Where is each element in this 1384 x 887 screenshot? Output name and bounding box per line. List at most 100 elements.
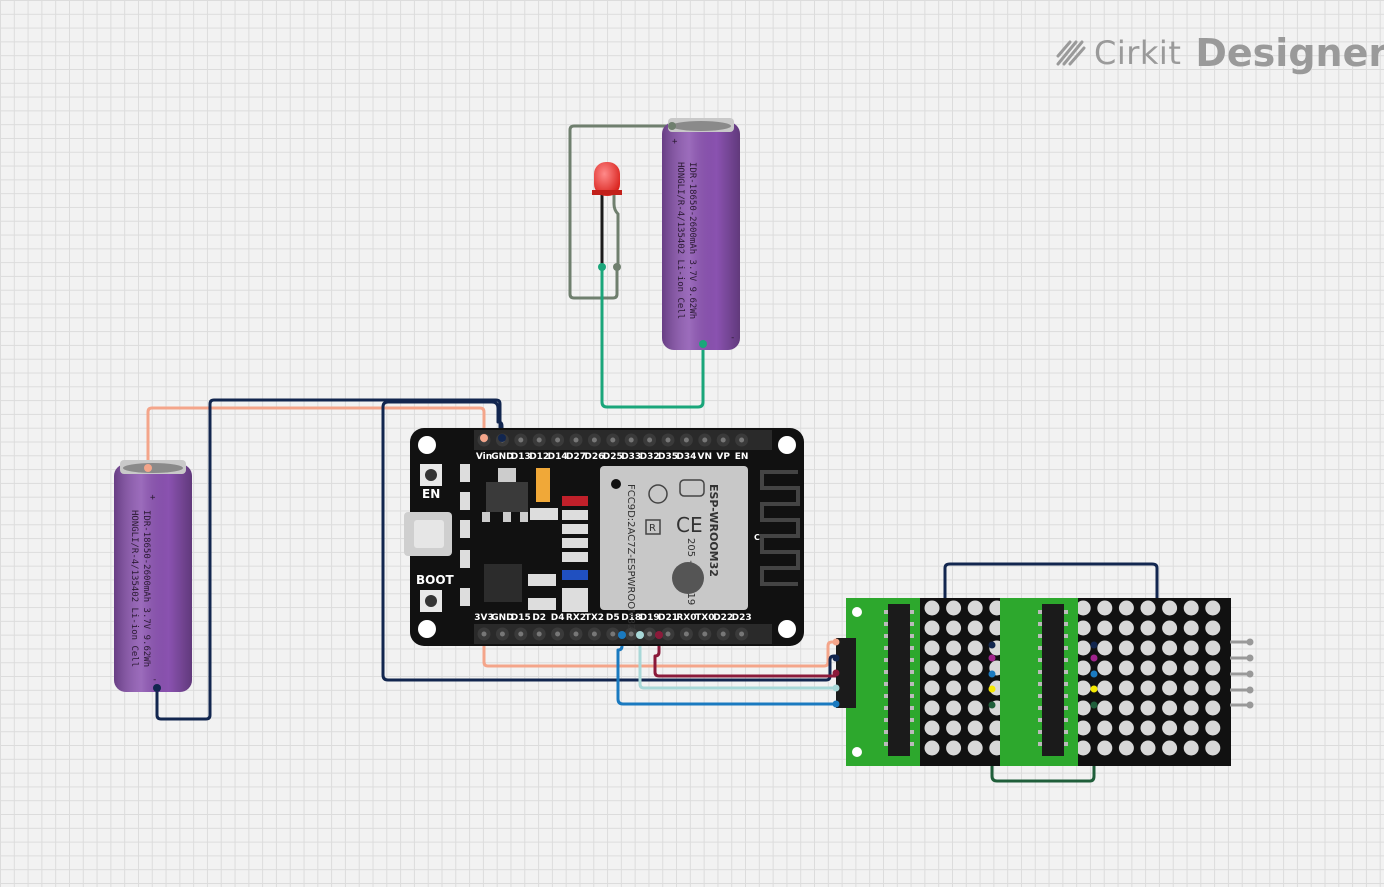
pin-label-top-12: VN xyxy=(698,452,713,462)
pin-label-bottom-7: D5 xyxy=(606,613,620,623)
matrix-led xyxy=(1140,700,1156,716)
matrix-chain-connector-a[interactable] xyxy=(988,641,996,709)
matrix-led xyxy=(1162,680,1178,696)
matrix-led xyxy=(1205,700,1221,716)
battery-left[interactable]: + - IDR-18650-2600mAh 3.7V 9.62Wh HONGLI… xyxy=(114,460,192,692)
ce-mark: CE xyxy=(676,513,703,537)
pin-label-top-9: D32 xyxy=(640,452,660,462)
matrix-led xyxy=(1118,600,1134,616)
matrix-led xyxy=(1097,640,1113,656)
matrix-led xyxy=(946,600,962,616)
matrix-led xyxy=(1205,680,1221,696)
led-matrix-module[interactable] xyxy=(832,598,1254,766)
pin-label-top-2: D13 xyxy=(511,452,531,462)
matrix-led xyxy=(946,660,962,676)
pin-label-top-10: D35 xyxy=(658,452,678,462)
module-fcc-text: FCC9D:2AC7Z-ESPWROOM32 xyxy=(625,484,636,630)
matrix-led xyxy=(946,720,962,736)
red-led[interactable] xyxy=(592,162,622,271)
matrix-led xyxy=(1205,720,1221,736)
wire-salmon[interactable] xyxy=(146,406,838,668)
pin-label-top-8: D33 xyxy=(621,452,641,462)
matrix-led xyxy=(967,660,983,676)
matrix-led xyxy=(1118,640,1134,656)
battery-top[interactable]: + - IDR-18650-2600mAh 3.7V 9.62Wh HONGLI… xyxy=(662,118,740,350)
matrix-led xyxy=(967,600,983,616)
matrix-led xyxy=(967,740,983,756)
matrix-led xyxy=(1162,620,1178,636)
pin-label-bottom-3: D2 xyxy=(532,613,546,623)
matrix-led xyxy=(1162,700,1178,716)
pin-label-top-13: VP xyxy=(716,452,730,462)
pin-label-bottom-2: D15 xyxy=(511,613,531,623)
matrix-led xyxy=(1075,700,1091,716)
esp-wire-endpoints xyxy=(144,122,707,692)
wire-teal[interactable] xyxy=(600,265,705,409)
matrix-led xyxy=(967,700,983,716)
matrix-led xyxy=(1183,660,1199,676)
matrix-led xyxy=(967,720,983,736)
wire-gray[interactable] xyxy=(568,124,674,300)
wire-lightblue[interactable] xyxy=(638,633,838,690)
logo-product: Designer xyxy=(1195,31,1384,75)
battery-top-line2: HONGLI/R-4/135402 Li-ion Cell xyxy=(675,162,685,319)
matrix-led xyxy=(924,720,940,736)
pin-label-top-6: D26 xyxy=(584,452,604,462)
pin-label-bottom-6: TX2 xyxy=(585,613,604,623)
top-pin-header xyxy=(477,433,749,447)
pin-label-bottom-11: RX0 xyxy=(676,613,696,623)
matrix-led xyxy=(924,640,940,656)
battery-top-minus: - xyxy=(730,333,735,343)
matrix-led xyxy=(946,620,962,636)
matrix-led xyxy=(1205,600,1221,616)
pin-label-top-14: EN xyxy=(735,452,749,462)
matrix-chain-connector-b[interactable] xyxy=(1090,641,1098,709)
boot-label: BOOT xyxy=(416,573,455,587)
battery-left-line2: HONGLI/R-4/135402 Li-ion Cell xyxy=(129,510,139,667)
wire-navy-matrix[interactable] xyxy=(381,400,838,682)
matrix-led xyxy=(1162,600,1178,616)
matrix-led xyxy=(1075,600,1091,616)
pin-label-bottom-9: D19 xyxy=(640,613,660,623)
pin-label-bottom-5: RX2 xyxy=(566,613,586,623)
wire-maroon[interactable] xyxy=(653,633,838,678)
matrix-led xyxy=(1140,620,1156,636)
matrix-led xyxy=(1205,640,1221,656)
matrix-input-connector[interactable] xyxy=(832,638,857,708)
matrix-led xyxy=(1205,660,1221,676)
wire-darkgreen[interactable] xyxy=(990,703,1096,783)
pin-label-bottom-13: D22 xyxy=(713,613,733,623)
en-button[interactable] xyxy=(425,469,437,481)
matrix-led xyxy=(1183,680,1199,696)
matrix-led xyxy=(1162,660,1178,676)
matrix-led xyxy=(1205,740,1221,756)
matrix-led xyxy=(1140,720,1156,736)
esp-wroom32-module[interactable] xyxy=(600,466,748,610)
logo-brand: Cirkit xyxy=(1094,34,1182,72)
matrix-led xyxy=(1162,740,1178,756)
matrix-led xyxy=(1118,680,1134,696)
cirkit-designer-logo: Cirkit Designer xyxy=(1054,30,1384,76)
pin-label-top-1: GND xyxy=(491,452,513,462)
pin-label-top-11: D34 xyxy=(676,452,696,462)
wire-navy-gnd[interactable] xyxy=(155,398,502,721)
matrix-output-pins[interactable] xyxy=(1230,638,1254,709)
pin-label-bottom-1: GND xyxy=(491,613,513,623)
matrix-led xyxy=(924,740,940,756)
matrix-led xyxy=(1140,600,1156,616)
battery-left-minus: - xyxy=(152,675,157,685)
battery-left-plus: + xyxy=(150,493,156,503)
module-r-mark: R xyxy=(649,523,656,534)
matrix-led xyxy=(1162,640,1178,656)
pin-label-top-4: D14 xyxy=(548,452,568,462)
battery-top-plus: + xyxy=(672,137,678,147)
matrix-led xyxy=(1075,660,1091,676)
matrix-led xyxy=(1140,740,1156,756)
wire-blue[interactable] xyxy=(616,633,838,706)
matrix-led xyxy=(946,740,962,756)
matrix-led xyxy=(967,620,983,636)
boot-button[interactable] xyxy=(425,595,437,607)
